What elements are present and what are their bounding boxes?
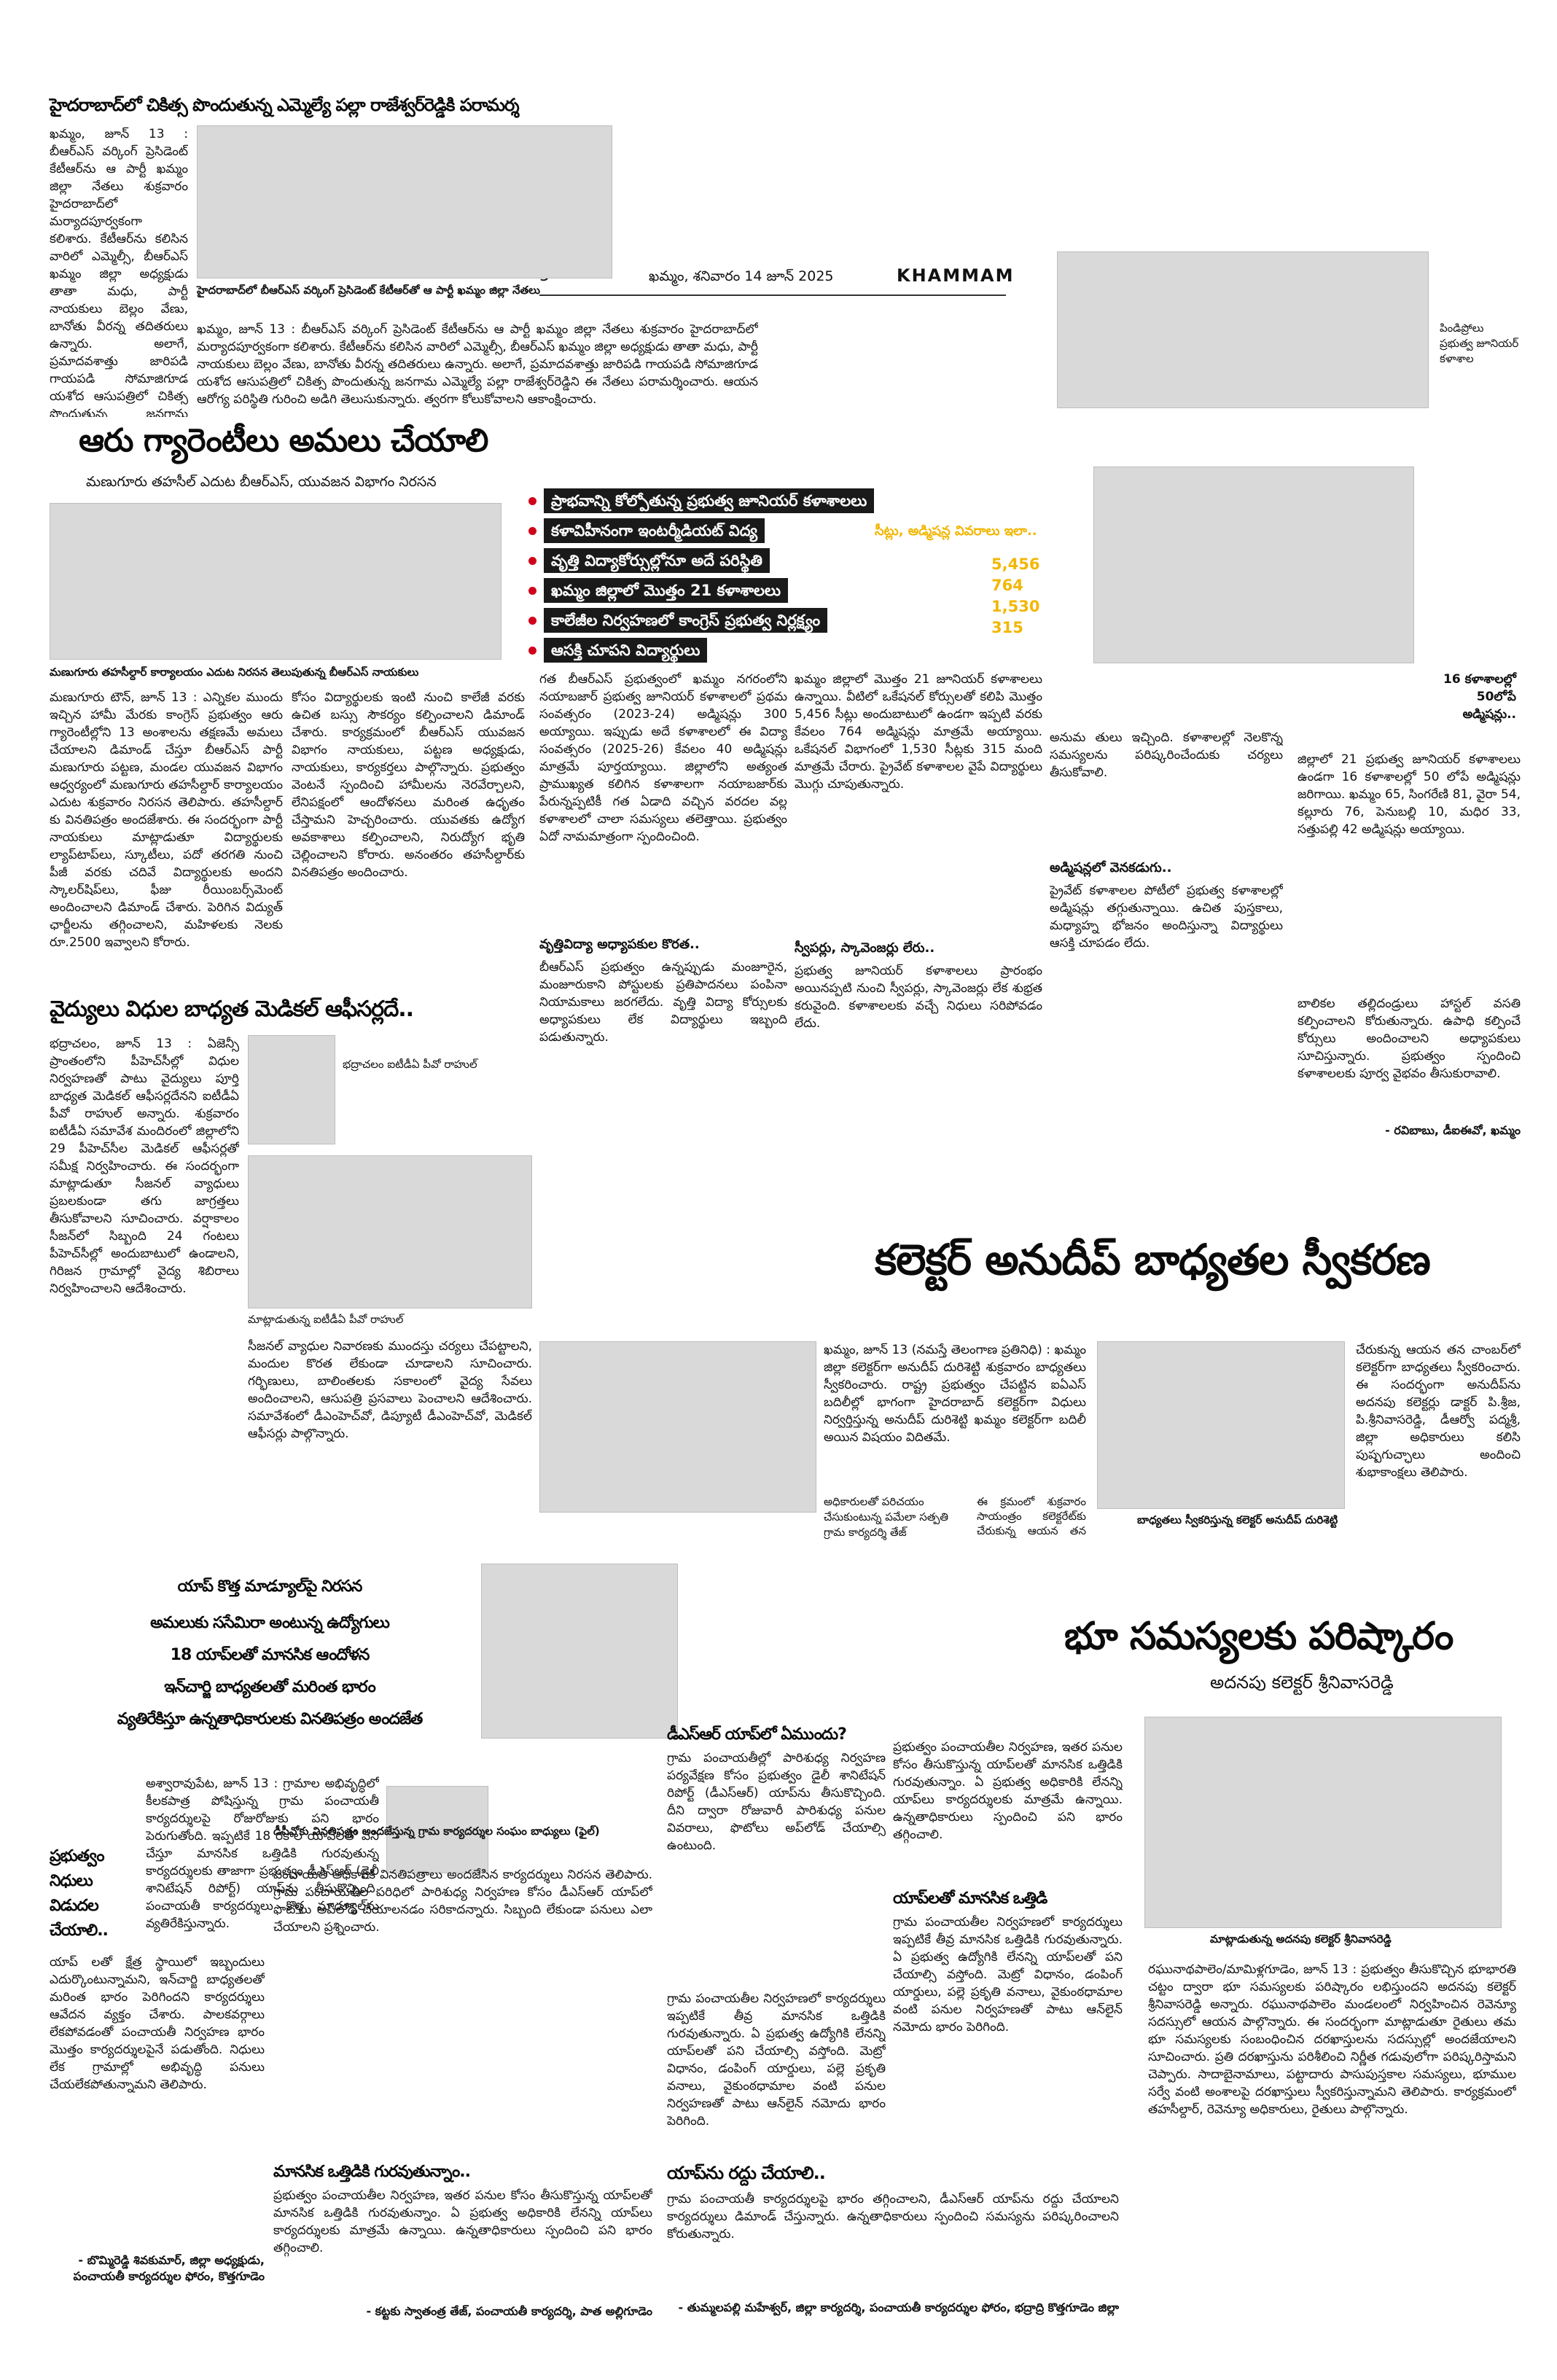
bullet-icon bbox=[528, 496, 536, 505]
story6-body1: అశ్వారావుపేట, జూన్ 13 : గ్రామాల అభివృద్ధ… bbox=[146, 1776, 379, 1931]
story7-headline: భూ సమస్యలకు పరిష్కారం bbox=[1064, 1615, 1453, 1658]
story3-body1: గత బీఆర్ఎస్ ప్రభుత్వంలో ఖమ్మం నగరంలోని న… bbox=[539, 672, 787, 844]
dateline: ఖమ్మం, శనివారం 14 జూన్ 2025 bbox=[649, 268, 834, 284]
bullet-icon bbox=[528, 646, 536, 655]
bullet-icon bbox=[528, 526, 536, 535]
story4-col1: భద్రాచలం, జూన్ 13 : ఏజెన్సీ ప్రాంతంలోని … bbox=[50, 1037, 239, 1296]
story6-subhead-1: మానసిక ఒత్తిడికి గురవుతున్నాం.. bbox=[273, 2163, 471, 2181]
story7-caption: మాట్లాడుతున్న అదనపు కలెక్టర్ శ్రీనివాసరె… bbox=[1210, 1932, 1392, 1946]
story6-subhead-4: యాప్‌ను రద్దు చేయాలి.. bbox=[667, 2163, 826, 2183]
story3-headline-1: ప్రాభవాన్ని కోల్పోతున్న ప్రభుత్వ జూనియర్… bbox=[528, 488, 1039, 513]
story7-body: రఘునాథపాలెం/మామిళ్లగూడెం, జూన్ 13 : ప్రభ… bbox=[1148, 1962, 1516, 2117]
story3-subhead-1: వృత్తివిద్యా అధ్యాపకుల కొరత.. bbox=[539, 937, 700, 952]
story6-photo-dpo bbox=[386, 1786, 488, 1873]
story6-subhead-2: డీఎస్ఆర్ యాప్‌లో ఏముందు? bbox=[667, 1725, 847, 1744]
story7-photo bbox=[1144, 1717, 1502, 1928]
story6-body6-cont: ప్రభుత్వం పంచాయతీల నిర్వహణ, ఇతర పనుల కోస… bbox=[893, 1740, 1123, 1842]
story6-body3: యాప్ లతో క్షేత్ర స్థాయిలో ఇబ్బందులు ఎదుర… bbox=[50, 1955, 265, 2092]
story3-headline-5: కాలేజీల నిర్వహణలో కాంగ్రెస్ ప్రభుత్వ నిర… bbox=[528, 608, 1039, 633]
story2-col2: కోసం విద్యార్థులకు ఇంటి నుంచి కాలేజీ వరక… bbox=[292, 690, 525, 880]
story3-body5: ప్రైవేట్ కళాశాలల పోటీలో ప్రభుత్వ కళాశాలల… bbox=[1050, 883, 1283, 951]
bullet-icon bbox=[528, 616, 536, 625]
story6-headline-stack: యాప్ కొత్త మాడ్యూల్‌పై నిరసన అమలుకు ససేమ… bbox=[73, 1575, 467, 1732]
story6-headline-2: అమలుకు ససేమిరా అంటున్న ఉద్యోగులు bbox=[150, 1614, 390, 1632]
story3-headline-3: వృత్తి విద్యాకోర్సుల్లోనూ అదే పరిస్థితి bbox=[528, 548, 1039, 573]
story6-caption: డీపీవోకు వినతిపత్రం అందజేస్తున్న గ్రామ క… bbox=[273, 1825, 600, 1838]
story6-body7: గ్రామ పంచాయతీ కార్యదర్శులపై భారం తగ్గించ… bbox=[667, 2192, 1119, 2242]
story1-photo bbox=[197, 125, 612, 278]
story5-caption-right: బాధ్యతలు స్వీకరిస్తున్న కలెక్టర్ అనుదీప్… bbox=[1137, 1513, 1338, 1526]
story6-headline-5: వ్యతిరేకిస్తూ ఉన్నతాధికారులకు వినతిపత్రం… bbox=[117, 1710, 424, 1728]
header-rule bbox=[539, 294, 1006, 296]
story3-headline-2: కళావిహీనంగా ఇంటర్మీడియట్ విద్య bbox=[528, 518, 1039, 543]
bullet-icon bbox=[528, 556, 536, 565]
story3-side-head: 16 కళాశాలల్లో 50లోపే అడ్మిషన్లు.. bbox=[1443, 672, 1516, 722]
story5-col1: ఖమ్మం, జూన్ 13 (నమస్తే తెలంగాణ ప్రతినిధి… bbox=[824, 1343, 1086, 1445]
story3-side-note: అనుమ తులు ఇచ్చింది. కళాశాలల్లో నెలకొన్న … bbox=[1050, 730, 1283, 780]
story3-body3: బీఆర్ఎస్ ప్రభుత్వం ఉన్నప్పుడు మంజూరైన, మ… bbox=[539, 960, 787, 1045]
stats-box: 5,456 764 1,530 315 bbox=[991, 554, 1072, 639]
stats-label: సీట్లు, అడ్మిషన్ల వివరాలు ఇలా.. bbox=[875, 523, 1037, 539]
stat-admissions: 764 bbox=[991, 577, 1023, 594]
story4-photo-meeting bbox=[248, 1155, 532, 1308]
story4-headline: వైద్యులు విధుల బాధ్యత మెడికల్ ఆఫీసర్లదే.… bbox=[50, 996, 414, 1022]
story4-col2: సీజనల్ వ్యాధుల నివారణకు ముందస్తు చర్యలు … bbox=[248, 1339, 532, 1441]
story5-col2: ఈ క్రమంలో శుక్రవారం సాయంత్రం కలెక్టరేట్‌… bbox=[977, 1495, 1086, 1537]
story4-meeting-caption: మాట్లాడుతున్న ఐటీడీఏ పీవో రాహుల్ bbox=[248, 1313, 404, 1326]
story3-body7: బాలికల తల్లిదండ్రులు హాస్టల్ వసతి కల్పిం… bbox=[1298, 996, 1521, 1081]
story6-headline-3: 18 యాప్‌లతో మానసిక ఆందోళన bbox=[170, 1646, 370, 1664]
story7-subhead: అదనపు కలెక్టర్ శ్రీనివాసరెడ్డి bbox=[1210, 1672, 1394, 1693]
story2-col1: మణుగూరు టౌన్, జూన్ 13 : ఎన్నికల ముందు ఇచ… bbox=[50, 690, 283, 950]
story1-body-full: ఖమ్మం, జూన్ 13 : బీఆర్ఎస్ వర్కింగ్ ప్రెస… bbox=[197, 322, 758, 407]
story5-headline: కలెక్టర్ అనుదీప్ బాధ్యతల స్వీకరణ bbox=[875, 1235, 1431, 1284]
story3-photo-right bbox=[1093, 467, 1414, 663]
story3-byline: - రవిబాబు, డీఐఈవో, ఖమ్మం bbox=[1385, 1123, 1521, 1137]
story5-caption-left: అధికారులతో పరిచయం చేసుకుంటున్న పమేలా సత్… bbox=[824, 1495, 948, 1539]
bullet-icon bbox=[528, 586, 536, 595]
story2-subhead: మణుగూరు తహసీల్ ఎదుట బీఆర్ఎస్, యువజన విభా… bbox=[86, 474, 437, 490]
stat-total-seats: 5,456 bbox=[991, 555, 1040, 573]
story2-caption: మణుగూరు తహసీల్దార్ కార్యాలయం ఎదుట నిరసన … bbox=[50, 666, 419, 679]
page-header: 5 ఖమ్మం, శనివారం 14 జూన్ 2025 KHAMMAM bbox=[539, 264, 1012, 293]
story6-photo-right bbox=[481, 1564, 678, 1739]
story4-portrait-caption: భద్రాచలం ఐటీడీఏ పీవో రాహుల్ bbox=[343, 1058, 477, 1071]
story3-body6: జిల్లాలో 21 ప్రభుత్వ జూనియర్ కళాశాలలు ఉం… bbox=[1298, 752, 1521, 837]
college-photo bbox=[1057, 251, 1429, 408]
story3-body4: ప్రభుత్వ జూనియర్ కళాశాలలు ప్రారంభం అయినప… bbox=[795, 964, 1042, 1031]
story2-photo bbox=[50, 503, 502, 660]
edition-name: KHAMMAM bbox=[897, 265, 1015, 286]
stat-vocational-seats: 1,530 bbox=[991, 598, 1040, 615]
story5-photo-left bbox=[539, 1341, 816, 1513]
story5-photo-right bbox=[1097, 1341, 1345, 1509]
story6-subhead-3: యాప్‌లతో మానసిక ఒత్తిడి bbox=[893, 1889, 1047, 1908]
story2-headline: ఆరు గ్యారెంటీలు అమలు చేయాలి bbox=[79, 422, 488, 459]
story6-byline3: - తుమ్మలపల్లి మహేశ్వర్, జిల్లా కార్యదర్శ… bbox=[678, 2301, 1119, 2314]
story6-body4: ప్రభుత్వం పంచాయతీల నిర్వహణ, ఇతర పనుల కోస… bbox=[273, 2188, 652, 2255]
story3-subhead-2: స్వీపర్లు, స్కావెంజర్లు లేరు.. bbox=[795, 940, 935, 956]
story6-body5: గ్రామ పంచాయతీల్లో పారిశుధ్య నిర్వహణ పర్య… bbox=[667, 1751, 886, 1853]
story6-byline1: - బొమ్మిరెడ్డి శివకుమార్, జిల్లా అధ్యక్ష… bbox=[73, 2253, 265, 2283]
story6-body6-left: గ్రామ పంచాయతీల నిర్వహణలో కార్యదర్శులు ఇప… bbox=[667, 1991, 886, 2129]
college-photo-caption: పిండిప్రోలు ప్రభుత్వ జూనియర్ కళాశాల bbox=[1440, 321, 1519, 365]
story3-subhead-3: అడ్మిషన్లలో వెనకడుగు.. bbox=[1050, 860, 1172, 875]
stat-vocational-admissions: 315 bbox=[991, 619, 1023, 636]
story6-headline-4: ఇన్‌చార్జి బాధ్యతలతో మరింత భారం bbox=[164, 1678, 376, 1696]
story3-headline-stack: ప్రాభవాన్ని కోల్పోతున్న ప్రభుత్వ జూనియర్… bbox=[528, 488, 1039, 668]
story1-body-col1: ఖమ్మం, జూన్ 13 : బీఆర్ఎస్ వర్కింగ్ ప్రెస… bbox=[50, 127, 188, 417]
story3-body2: ఖమ్మం జిల్లాలో మొత్తం 21 జూనియర్ కళాశాలల… bbox=[795, 672, 1042, 792]
story6-byline2: - కట్టకు స్వాతంత్ర తేజ్, పంచాయతీ కార్యదర… bbox=[366, 2304, 652, 2318]
story6-body6: గ్రామ పంచాయతీల నిర్వహణలో కార్యదర్శులు ఇప… bbox=[893, 1915, 1123, 2034]
story5-col3: చేరుకున్న ఆయన తన చాంబర్‌లో కలెక్టర్‌గా బ… bbox=[1356, 1343, 1521, 1480]
story6-side-head: ప్రభుత్వం నిధులు విడుదల చేయాలి.. bbox=[50, 1847, 109, 1940]
story3-headline-4: ఖమ్మం జిల్లాలో మొత్తం 21 కళాశాలలు bbox=[528, 578, 1039, 603]
story6-body2: పంచాయతీ అధికారికి వినతిపత్రాలు అందజేసిన … bbox=[273, 1868, 652, 1935]
story4-photo-portrait bbox=[248, 1035, 335, 1144]
story1-headline: హైదరాబాద్‌లో చికిత్స పొందుతున్న ఎమ్మెల్య… bbox=[50, 95, 520, 115]
story3-headline-6: ఆసక్తి చూపని విద్యార్థులు bbox=[528, 638, 1039, 663]
story1-caption: హైదరాబాద్‌లో బీఆర్ఎస్ వర్కింగ్ ప్రెసిడెం… bbox=[197, 284, 540, 297]
story6-headline-1: యాప్ కొత్త మాడ్యూల్‌పై నిరసన bbox=[177, 1577, 363, 1596]
